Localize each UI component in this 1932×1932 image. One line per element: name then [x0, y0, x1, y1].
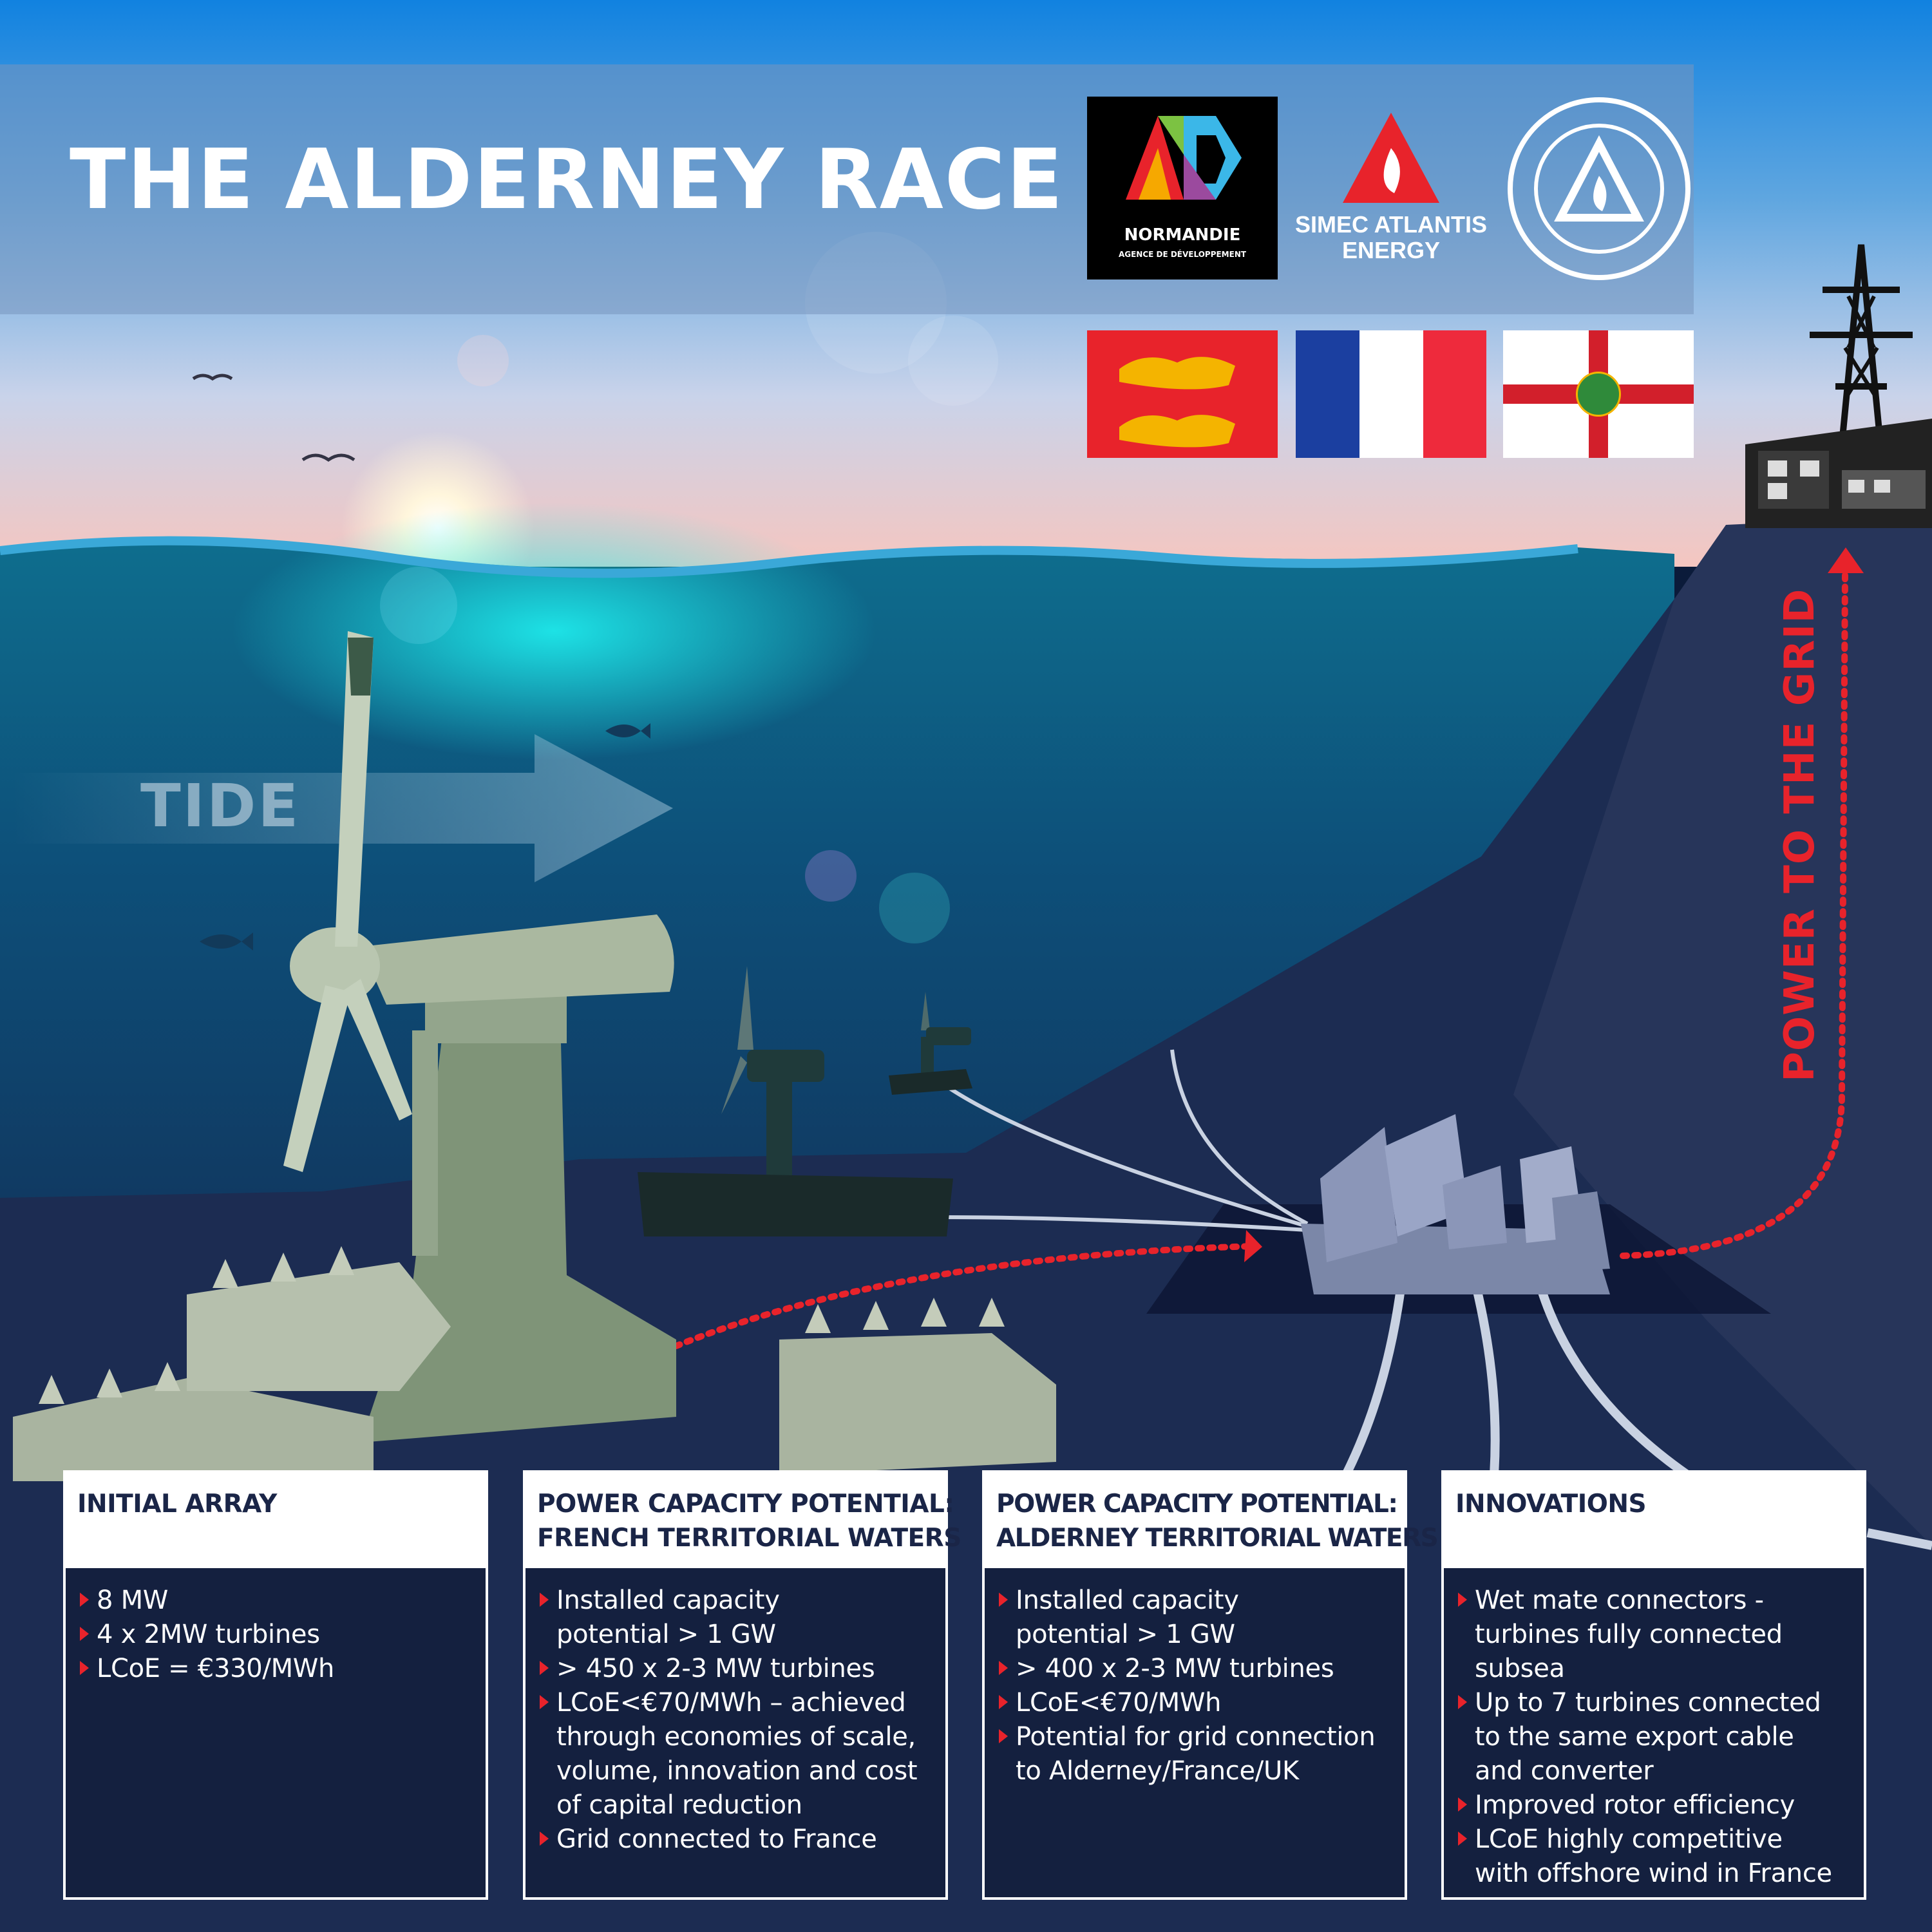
panel-alderney-waters: POWER CAPACITY POTENTIAL: ALDERNEY TERRI…	[982, 1470, 1439, 1900]
panel-header: POWER CAPACITY POTENTIAL: FRENCH TERRITO…	[526, 1473, 961, 1568]
bokeh	[908, 316, 998, 406]
panel-header: INNOVATIONS	[1444, 1473, 1864, 1568]
fish-icon	[605, 723, 650, 739]
bullet-item: LCoE<€70/MWh	[996, 1686, 1397, 1720]
arrow-head	[1244, 1230, 1262, 1262]
bird-icon	[301, 453, 355, 462]
bullet-item: Wet mate connectors - turbines fully con…	[1455, 1584, 1856, 1686]
ad-normandie-name: NORMANDIE	[1124, 225, 1241, 245]
fish-icon	[200, 933, 253, 951]
bird-icon	[192, 374, 233, 381]
panel-header: INITIAL ARRAY	[66, 1473, 486, 1568]
bullet-item: 8 MW	[77, 1584, 478, 1618]
panel-title: INNOVATIONS	[1455, 1490, 1647, 1519]
bullet-item: > 400 x 2-3 MW turbines	[996, 1652, 1397, 1686]
turbine-blade	[348, 638, 374, 696]
normandy-flag	[1087, 330, 1278, 458]
france-flag	[1296, 330, 1486, 458]
cliff	[1513, 515, 1932, 1546]
alderney-flag	[1503, 330, 1694, 458]
bokeh	[805, 850, 857, 902]
bullet-item: LCoE<€70/MWh – achieved through economie…	[537, 1686, 938, 1823]
bullet-item: Potential for grid connection to Alderne…	[996, 1720, 1397, 1788]
bullet-item: Improved rotor efficiency	[1455, 1788, 1856, 1823]
substation-icon	[1745, 419, 1932, 528]
panel-french-waters: POWER CAPACITY POTENTIAL: FRENCH TERRITO…	[523, 1470, 961, 1900]
distant-turbine	[889, 992, 972, 1095]
turbine-blade	[335, 631, 374, 947]
panel-title: POWER CAPACITY POTENTIAL:	[996, 1490, 1398, 1519]
panel-title-2: ALDERNEY TERRITORIAL WATERS	[996, 1524, 1439, 1553]
turbine-blade	[283, 985, 351, 1172]
bullet-item: 4 x 2MW turbines	[77, 1618, 478, 1652]
grid-cable	[673, 1243, 1259, 1349]
panel-innovations: INNOVATIONS Wet mate connectors - turbin…	[1441, 1470, 1866, 1900]
bullet-item: > 450 x 2-3 MW turbines	[537, 1652, 938, 1686]
bokeh	[457, 335, 509, 386]
array-cable	[1866, 1528, 1932, 1550]
distant-turbine	[638, 966, 953, 1236]
surface-glow	[232, 502, 876, 760]
bullet-item: LCoE highly competitive with offshore wi…	[1455, 1823, 1856, 1891]
panel-title-2: FRENCH TERRITORIAL WATERS	[537, 1524, 961, 1553]
turbine-blade	[341, 979, 412, 1121]
bullet-item: LCoE = €330/MWh	[77, 1652, 478, 1686]
page-title: THE ALDERNEY RACE	[70, 132, 1065, 228]
bullet-item: Up to 7 turbines connected to the same e…	[1455, 1686, 1856, 1788]
array-cable	[1170, 1049, 1309, 1226]
bullet-item: Installed capacity potential > 1 GW	[537, 1584, 938, 1652]
wave-crest	[0, 536, 1578, 578]
simec-name: SIMEC ATLANTIS	[1295, 211, 1487, 238]
simec-name-2: ENERGY	[1341, 237, 1441, 263]
bokeh	[380, 567, 457, 644]
panel-header: POWER CAPACITY POTENTIAL: ALDERNEY TERRI…	[985, 1473, 1439, 1568]
bokeh	[879, 873, 950, 943]
ballast-blocks	[13, 1246, 1056, 1481]
ad-logo-icon	[1126, 116, 1242, 200]
panel-title: POWER CAPACITY POTENTIAL:	[537, 1490, 954, 1519]
arrow-head	[1828, 547, 1864, 573]
ad-normandie-subtitle: AGENCE DE DÉVELOPPEMENT	[1118, 250, 1247, 259]
ad-normandie-logo: NORMANDIE AGENCE DE DÉVELOPPEMENT	[1087, 97, 1278, 279]
tide-label: TIDE	[140, 772, 301, 840]
array-cable	[939, 1080, 1321, 1232]
panel-initial-array: INITIAL ARRAY 8 MW 4 x 2MW turbines LCoE…	[63, 1470, 488, 1900]
main-turbine	[283, 631, 676, 1443]
bullet-item: Grid connected to France	[537, 1823, 938, 1857]
grid-cable	[1620, 570, 1848, 1259]
power-to-grid-label: POWER TO THE GRID	[1776, 588, 1824, 1083]
panel-title: INITIAL ARRAY	[77, 1490, 277, 1519]
simec-logo-icon	[1343, 113, 1439, 203]
bullet-item: Installed capacity potential > 1 GW	[996, 1584, 1397, 1652]
array-cable	[933, 1215, 1308, 1232]
subsea-converter-hub	[1301, 1114, 1610, 1294]
simec-seal-icon	[1508, 97, 1690, 280]
